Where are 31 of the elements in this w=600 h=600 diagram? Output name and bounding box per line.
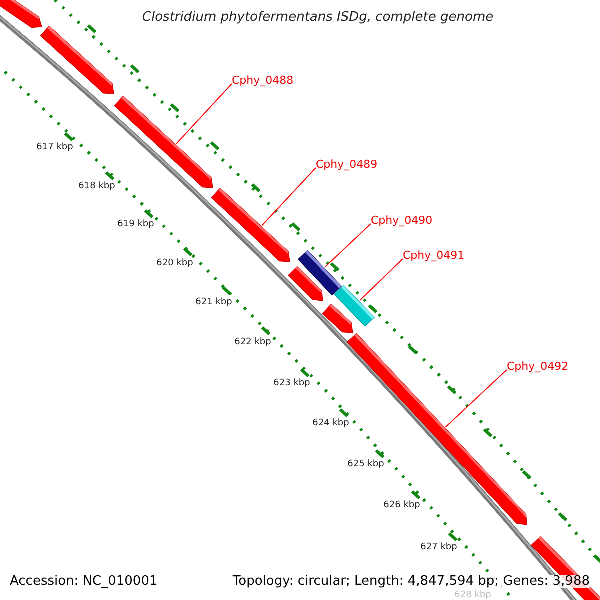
leader-line (176, 84, 232, 144)
leader-line (324, 224, 372, 268)
scale-label: 617 kbp (36, 144, 74, 152)
scale-label: 618 kbp (78, 182, 116, 192)
diagram-title: Clostridium phytofermentans ISDg, complete genome (142, 11, 494, 24)
leader-line (445, 370, 508, 428)
genome-info-text: Topology: circular; Length: 4,847,594 bp; Genes: 3,988 (232, 575, 590, 588)
scale-label: 621 kbp (196, 298, 232, 308)
scale-label: 625 kbp (348, 460, 384, 470)
gene-feature (0, 0, 42, 28)
scale-label: 626 kbp (384, 502, 420, 510)
gene-label: Cphy_0488 (232, 75, 294, 86)
accession-text: Accession: NC_010001 (10, 575, 158, 588)
gene-feature (322, 304, 354, 334)
scale-label: 628 kbp (454, 592, 492, 600)
gene-feature (211, 188, 290, 262)
scale-label: 619 kbp (118, 220, 154, 230)
gene-label: Cphy_0490 (371, 215, 433, 226)
leader-line (262, 168, 316, 226)
gene-label: Cphy_0489 (316, 159, 378, 170)
gene-feature (288, 266, 324, 302)
leader-line (359, 258, 404, 302)
gene-label: Cphy_0492 (507, 361, 569, 372)
scale-label: 624 kbp (312, 420, 350, 428)
gene-feature (40, 26, 114, 94)
gene-feature (114, 96, 214, 188)
scale-label: 623 kbp (274, 380, 310, 388)
scale-label: 622 kbp (234, 338, 272, 348)
gene-label: Cphy_0491 (403, 250, 465, 261)
scale-label: 627 kbp (420, 544, 458, 552)
scale-label: 620 kbp (156, 260, 194, 268)
